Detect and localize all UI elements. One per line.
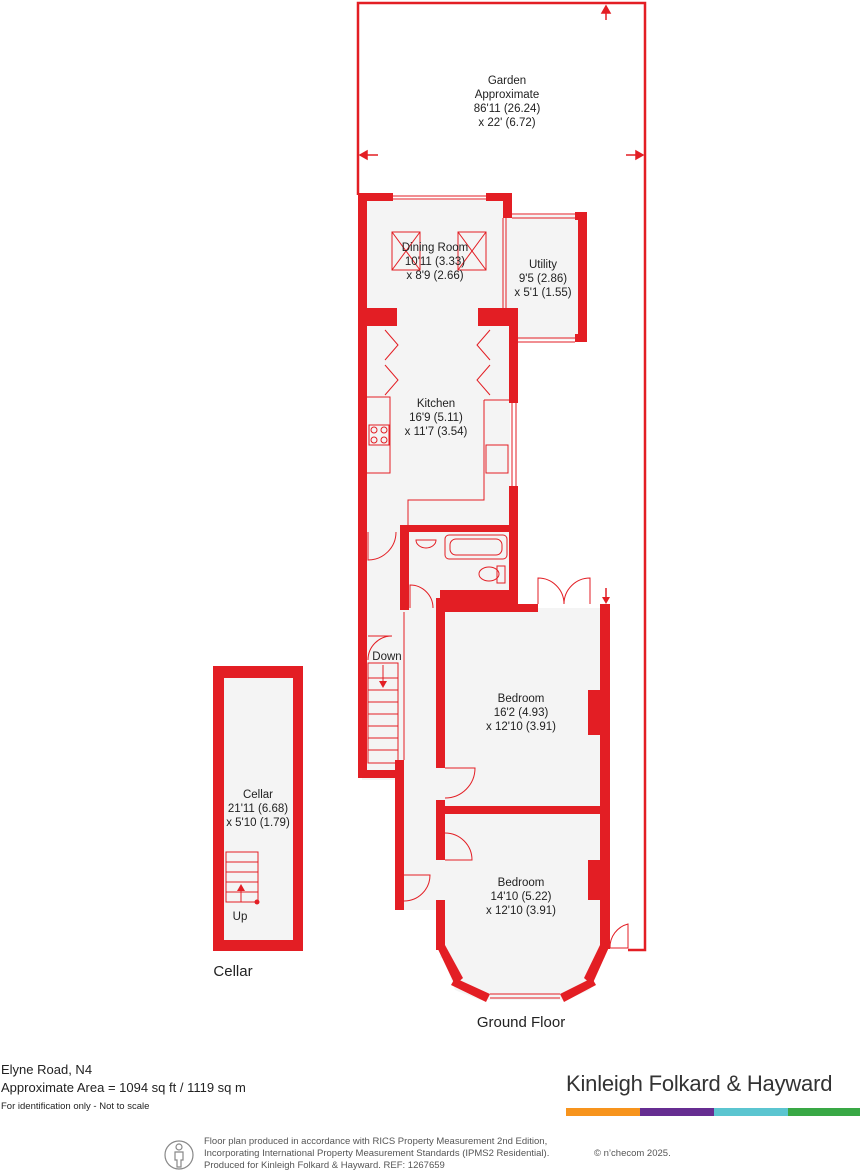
garden-outline: [356, 1, 647, 952]
identification-note: For identification only - Not to scale: [1, 1101, 150, 1112]
garden-width-label: x 22' (6.72): [478, 117, 535, 129]
cellar-label: Cellar: [243, 789, 273, 801]
brand-bar-purple: [640, 1108, 714, 1116]
disclaimer-line-2: Incorporating International Property Mea…: [204, 1148, 550, 1159]
bedroom-1-dim2: x 12'10 (3.91): [486, 721, 556, 733]
stairs-up-label: Up: [233, 911, 248, 923]
cellar-plan: [213, 666, 303, 951]
garden-dimension-arrows: [358, 4, 645, 161]
ground-floor-openings: [367, 195, 629, 999]
bedroom-2-label: Bedroom: [498, 877, 545, 889]
entrance-arrow: [602, 597, 610, 604]
garden-label: Garden: [488, 75, 526, 87]
brand-bar-teal: [714, 1108, 788, 1116]
bedroom-2-dim2: x 12'10 (3.91): [486, 905, 556, 917]
floor-plan-diagram: Garden Approximate 86'11 (26.24) x 22' (…: [213, 1, 647, 1031]
disclaimer-line-3: Produced for Kinleigh Folkard & Hayward.…: [204, 1160, 445, 1171]
cellar-floor-title: Cellar: [213, 963, 252, 980]
ground-floor-walls: [358, 193, 610, 1002]
dining-room-dim1: 10'11 (3.33): [405, 256, 465, 268]
utility-label: Utility: [529, 259, 557, 271]
dining-room-label: Dining Room: [402, 242, 468, 254]
address-text: Elyne Road, N4: [1, 1062, 93, 1077]
stairs-down-label: Down: [372, 651, 401, 663]
cellar-dim2: x 5'10 (1.79): [226, 817, 290, 829]
approximate-area-text: Approximate Area = 1094 sq ft / 1119 sq …: [1, 1080, 246, 1095]
stairs-down-arrow: [379, 681, 387, 688]
person-silhouette-icon: [164, 1140, 194, 1170]
garden-approx-label: Approximate: [475, 89, 540, 101]
ground-floor-title: Ground Floor: [477, 1014, 565, 1031]
bedroom-1-label: Bedroom: [498, 693, 545, 705]
utility-dim1: 9'5 (2.86): [519, 273, 567, 285]
utility-dim2: x 5'1 (1.55): [514, 287, 571, 299]
kitchen-dim2: x 11'7 (3.54): [405, 426, 468, 438]
bedroom-2-dim1: 14'10 (5.22): [490, 891, 551, 903]
brand-bar-green: [788, 1108, 860, 1116]
dining-room-dim2: x 8'9 (2.66): [406, 270, 463, 282]
bedroom-1-dim1: 16'2 (4.93): [494, 707, 549, 719]
brand-bar-orange: [566, 1108, 640, 1116]
garden-length-label: 86'11 (26.24): [474, 103, 541, 115]
kitchen-label: Kitchen: [417, 398, 455, 410]
cellar-dim1: 21'11 (6.68): [228, 803, 288, 815]
brand-name: Kinleigh Folkard & Hayward: [566, 1071, 833, 1096]
disclaimer-line-1: Floor plan produced in accordance with R…: [204, 1136, 548, 1147]
copyright-text: © n’checom 2025.: [594, 1148, 671, 1159]
disclaimer-block: Floor plan produced in accordance with R…: [204, 1136, 549, 1172]
kitchen-dim1: 16'9 (5.11): [409, 412, 463, 424]
